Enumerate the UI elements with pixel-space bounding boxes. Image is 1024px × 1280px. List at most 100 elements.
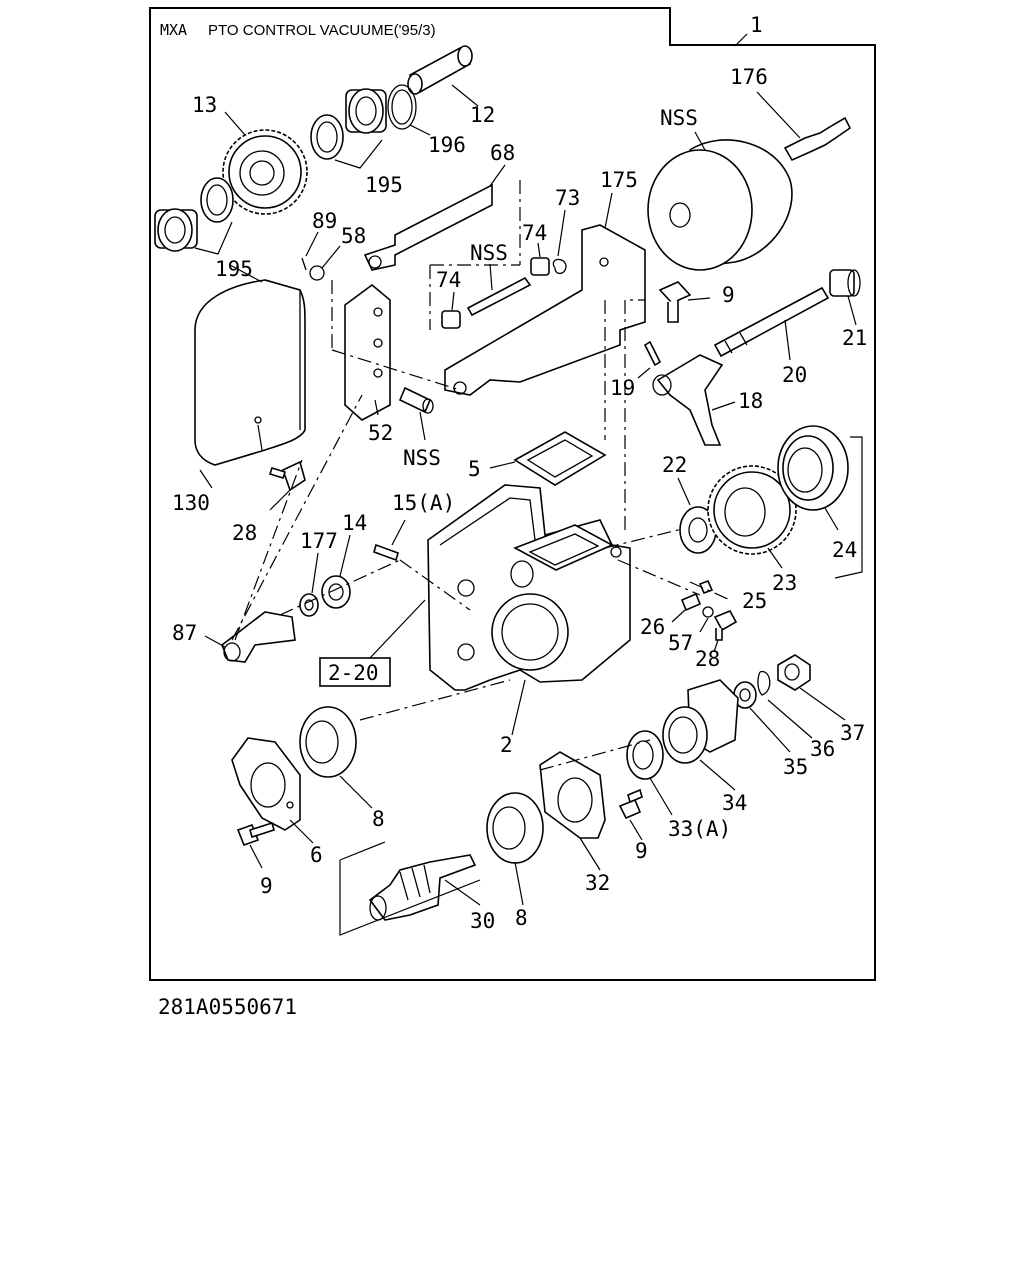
- diagram-frame: [149, 7, 876, 981]
- part-28-bolt-left: [268, 460, 306, 492]
- part-33a-oil-seal: [626, 730, 664, 780]
- reference-box-label: 2-20: [328, 661, 379, 685]
- part-73-clip: [552, 258, 567, 275]
- callout-195-left: 195: [215, 257, 253, 281]
- callout-28-left: 28: [232, 521, 257, 545]
- part-30-input-shaft: [368, 854, 477, 921]
- part-74-nut-upper: [530, 257, 550, 276]
- part-nss-pin: [398, 386, 434, 414]
- callout-87: 87: [172, 621, 197, 645]
- part-6-cover-plate: [231, 737, 301, 831]
- part-nss-stud: [466, 276, 532, 317]
- callout-196: 196: [428, 133, 466, 157]
- part-14-bearing: [321, 575, 351, 609]
- part-9-bolt-upper: [658, 281, 692, 323]
- part-nss-vacuum-chamber: [647, 139, 793, 271]
- part-20-shaft: [713, 286, 830, 358]
- part-35-washer: [733, 681, 757, 709]
- part-74-nut-lower: [441, 310, 461, 329]
- callout-28-right: 28: [695, 647, 720, 671]
- callout-nss-chamber: NSS: [660, 106, 698, 130]
- callout-2: 2: [500, 733, 513, 757]
- callout-14: 14: [342, 511, 367, 535]
- part-23-gear: [707, 465, 797, 555]
- part-12-pin: [407, 45, 473, 95]
- part-9-bolt-center: [618, 788, 643, 820]
- part-68-link-plate: [363, 183, 493, 271]
- part-36-snap-ring: [757, 670, 771, 696]
- callout-26: 26: [640, 615, 665, 639]
- part-176-fitting: [783, 116, 852, 162]
- part-19-pin: [643, 340, 662, 367]
- part-32-cover: [539, 751, 606, 839]
- callout-89: 89: [312, 209, 337, 233]
- callout-13: 13: [192, 93, 217, 117]
- callout-34: 34: [722, 791, 747, 815]
- callout-15a: 15(A): [392, 491, 455, 515]
- part-21-bushing: [829, 269, 861, 297]
- part-8-bearing-lower: [486, 792, 544, 864]
- callout-30: 30: [470, 909, 495, 933]
- reference-box: [319, 657, 391, 687]
- part-28-bolt-right: [713, 609, 738, 641]
- callout-20: 20: [782, 363, 807, 387]
- part-195-bearing-upper: [310, 88, 387, 160]
- callout-73: 73: [555, 186, 580, 210]
- callout-24: 24: [832, 538, 857, 562]
- callout-5: 5: [468, 457, 481, 481]
- part-130-cover: [194, 279, 306, 466]
- part-195-bearing-left: [154, 177, 234, 252]
- callout-19: 19: [610, 376, 635, 400]
- part-8-bearing-upper: [299, 706, 357, 778]
- callout-9-upper: 9: [722, 283, 735, 307]
- callout-9-center: 9: [635, 839, 648, 863]
- part-15a-pin: [373, 543, 399, 562]
- callout-23: 23: [772, 571, 797, 595]
- callout-22: 22: [662, 453, 687, 477]
- callout-36: 36: [810, 737, 835, 761]
- assembly-ref-label: 1: [750, 13, 763, 37]
- part-18-shift-fork: [652, 354, 724, 446]
- callout-52: 52: [368, 421, 393, 445]
- part-37-nut: [777, 654, 811, 691]
- part-58-washer: [309, 265, 325, 281]
- part-2-pto-case: [427, 484, 631, 691]
- callout-nss-stud: NSS: [470, 241, 508, 265]
- part-57-washer: [702, 606, 714, 618]
- part-87-lever: [221, 611, 296, 663]
- part-52-plate: [344, 283, 391, 421]
- part-5-gasket: [513, 431, 607, 486]
- callout-177: 177: [300, 529, 338, 553]
- callout-57: 57: [668, 631, 693, 655]
- callout-33a: 33(A): [668, 817, 731, 841]
- callout-74-lower: 74: [436, 268, 461, 292]
- part-26-spring: [680, 592, 702, 612]
- part-9-bolt-left: [236, 821, 275, 847]
- callout-176: 176: [730, 65, 768, 89]
- callout-25: 25: [742, 589, 767, 613]
- callout-9-left: 9: [260, 874, 273, 898]
- callout-37: 37: [840, 721, 865, 745]
- callout-175: 175: [600, 168, 638, 192]
- callout-195-upper: 195: [365, 173, 403, 197]
- callout-21: 21: [842, 326, 867, 350]
- diagram-title: PTO CONTROL VACUUME('95/3): [208, 22, 436, 39]
- callout-32: 32: [585, 871, 610, 895]
- callout-35: 35: [783, 755, 808, 779]
- callout-6: 6: [310, 843, 323, 867]
- part-24-sleeve: [777, 425, 849, 511]
- callout-68: 68: [490, 141, 515, 165]
- callout-58: 58: [341, 224, 366, 248]
- callout-18: 18: [738, 389, 763, 413]
- part-13-gear: [222, 129, 308, 215]
- part-89-pin: [301, 257, 307, 271]
- part-196-ring: [387, 84, 417, 130]
- callout-8-lower: 8: [515, 906, 528, 930]
- callout-130: 130: [172, 491, 210, 515]
- part-34-flange: [662, 679, 739, 764]
- callout-12: 12: [470, 103, 495, 127]
- part-177-spacer: [299, 593, 319, 617]
- callout-8-upper: 8: [372, 807, 385, 831]
- document-number: 281A0550671: [158, 995, 297, 1019]
